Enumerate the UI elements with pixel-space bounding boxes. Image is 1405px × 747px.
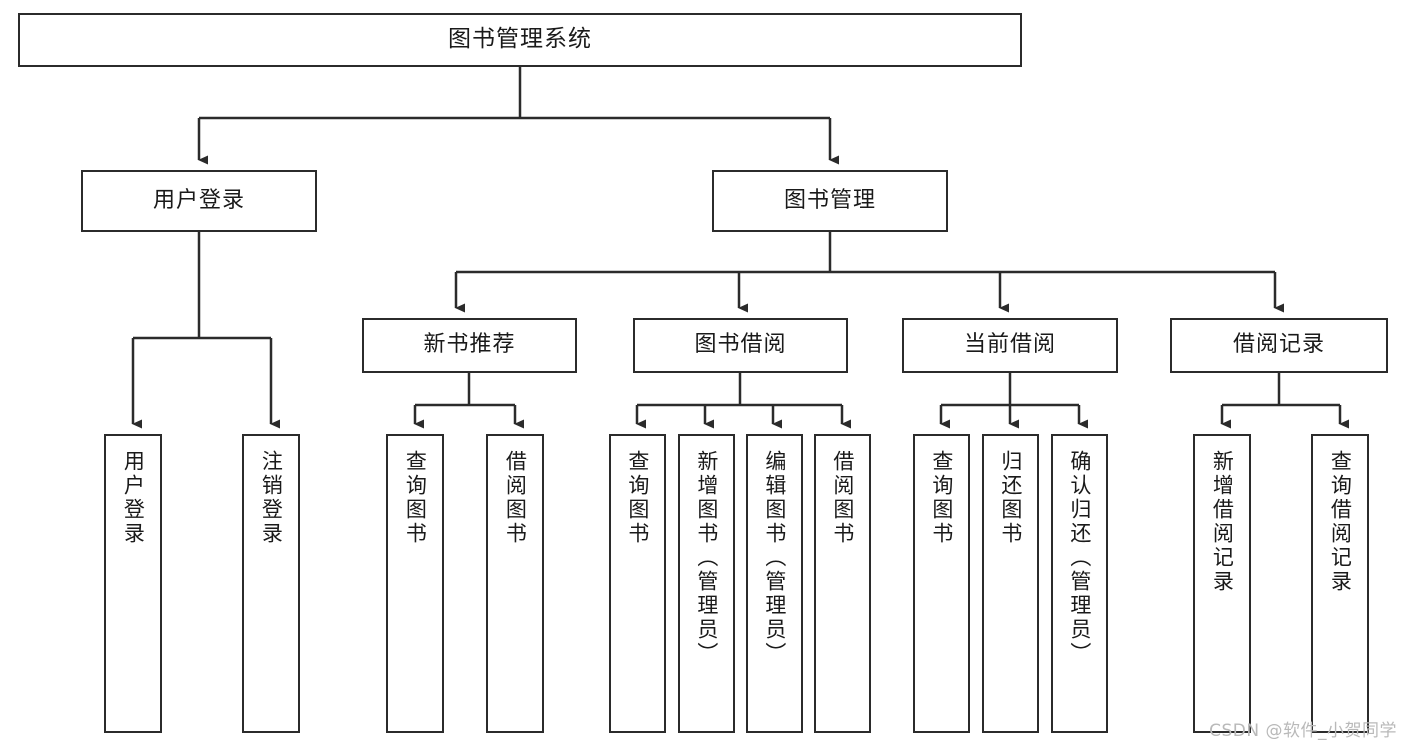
node-book-borrow-label: 图书借阅 (694, 332, 787, 358)
leaf-query-book-3[interactable]: 查询图书 (913, 434, 970, 733)
leaf-add-record-label: 新增借阅记录 (1210, 450, 1235, 594)
leaf-query-book-2-label: 查询图书 (625, 450, 650, 546)
node-new-book-recommend-label: 新书推荐 (423, 332, 516, 358)
leaf-add-book-label: 新增图书（管理员） (694, 450, 719, 666)
node-borrow-record[interactable]: 借阅记录 (1170, 318, 1388, 373)
leaf-return-book-label: 归还图书 (998, 450, 1023, 546)
leaf-borrow-book-2-label: 借阅图书 (830, 450, 855, 546)
leaf-user-login[interactable]: 用户登录 (104, 434, 162, 733)
leaf-query-record[interactable]: 查询借阅记录 (1311, 434, 1369, 733)
leaf-query-book-2[interactable]: 查询图书 (609, 434, 666, 733)
node-new-book-recommend[interactable]: 新书推荐 (362, 318, 577, 373)
leaf-query-book-1[interactable]: 查询图书 (386, 434, 444, 733)
watermark-text: CSDN @软件_小贺同学 (1209, 721, 1397, 741)
node-book-borrow[interactable]: 图书借阅 (633, 318, 848, 373)
node-book-management[interactable]: 图书管理 (712, 170, 948, 232)
node-borrow-record-label: 借阅记录 (1232, 332, 1325, 358)
leaf-confirm-return-label: 确认归还（管理员） (1067, 450, 1092, 666)
node-user-login[interactable]: 用户登录 (81, 170, 317, 232)
leaf-logout-login-label: 注销登录 (259, 450, 284, 546)
leaf-borrow-book-2[interactable]: 借阅图书 (814, 434, 871, 733)
node-user-login-label: 用户登录 (152, 187, 245, 213)
node-current-borrow[interactable]: 当前借阅 (902, 318, 1118, 373)
leaf-query-record-label: 查询借阅记录 (1328, 450, 1353, 594)
node-current-borrow-label: 当前借阅 (963, 332, 1056, 358)
leaf-borrow-book-1[interactable]: 借阅图书 (486, 434, 544, 733)
leaf-logout-login[interactable]: 注销登录 (242, 434, 300, 733)
leaf-return-book[interactable]: 归还图书 (982, 434, 1039, 733)
leaf-user-login-label: 用户登录 (121, 450, 146, 546)
leaf-borrow-book-1-label: 借阅图书 (503, 450, 528, 546)
leaf-add-book[interactable]: 新增图书（管理员） (678, 434, 735, 733)
leaf-edit-book[interactable]: 编辑图书（管理员） (746, 434, 803, 733)
leaf-query-book-3-label: 查询图书 (929, 450, 954, 546)
leaf-add-record[interactable]: 新增借阅记录 (1193, 434, 1251, 733)
leaf-edit-book-label: 编辑图书（管理员） (762, 450, 787, 666)
node-book-management-label: 图书管理 (783, 187, 876, 213)
leaf-query-book-1-label: 查询图书 (403, 450, 428, 546)
node-root-label: 图书管理系统 (448, 26, 592, 53)
node-root-system[interactable]: 图书管理系统 (18, 13, 1022, 67)
leaf-confirm-return[interactable]: 确认归还（管理员） (1051, 434, 1108, 733)
